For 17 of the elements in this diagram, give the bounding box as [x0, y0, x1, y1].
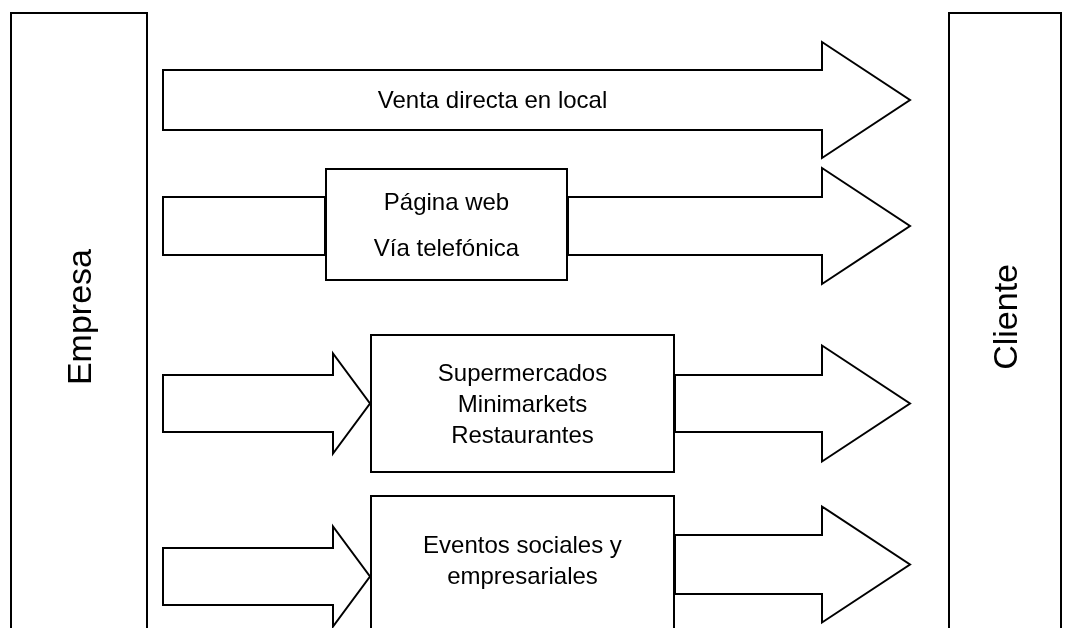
channel-box	[370, 495, 675, 628]
block-arrow	[162, 523, 372, 628]
channel-label: Página web	[383, 187, 510, 218]
channel-label: Supermercados Minimarkets Restaurantes	[436, 357, 609, 451]
side-panel	[948, 12, 1062, 628]
block-arrow	[567, 166, 912, 286]
panel-label: Cliente	[984, 264, 1025, 370]
channel-box	[325, 168, 568, 281]
block-arrow	[162, 350, 372, 457]
block-arrow	[674, 343, 912, 464]
panel-label: Empresa	[58, 248, 99, 386]
channel-box	[370, 334, 675, 473]
side-panel	[10, 12, 148, 628]
channel-label: Vía telefónica	[373, 232, 520, 263]
block-arrow	[674, 504, 912, 625]
block-arrow	[162, 196, 326, 256]
channel-label: Eventos sociales y empresariales	[422, 530, 623, 592]
